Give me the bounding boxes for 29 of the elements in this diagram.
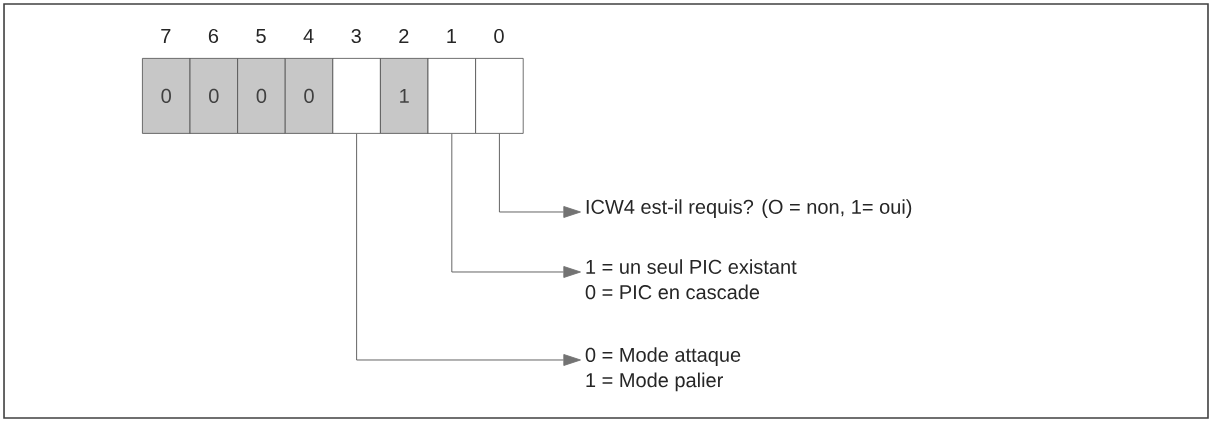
bit-cell bbox=[332, 58, 381, 134]
bit-number: 6 bbox=[208, 28, 219, 44]
bit-cell bbox=[380, 58, 429, 134]
bit-value: 0 bbox=[304, 88, 314, 103]
bit-cell bbox=[475, 58, 524, 134]
bit-value: 0 bbox=[161, 88, 171, 103]
bit-number: 2 bbox=[399, 29, 409, 43]
bit-number: 4 bbox=[303, 29, 314, 43]
bit-number: 1 bbox=[447, 29, 456, 43]
arrow bbox=[498, 133, 581, 218]
bit-cell bbox=[237, 58, 286, 134]
bit-number: 3 bbox=[351, 28, 361, 44]
bit-value: 1 bbox=[400, 89, 409, 103]
bit-cell bbox=[284, 58, 334, 134]
bit-cell bbox=[427, 58, 476, 134]
description-text: 0 = Mode attaque bbox=[585, 347, 741, 366]
description-text: 0 = PIC en cascade bbox=[585, 284, 760, 300]
bit-number: 7 bbox=[161, 29, 171, 43]
arrow bbox=[356, 133, 581, 366]
bit-value: 0 bbox=[209, 88, 219, 103]
bit-number: 5 bbox=[256, 29, 266, 43]
arrow bbox=[451, 133, 581, 278]
description-text: 1 = Mode palier bbox=[586, 372, 723, 392]
description-text: ICW4 est-il requis? (O = non, 1= oui) bbox=[586, 199, 912, 218]
bit-cell bbox=[189, 58, 238, 134]
bit-value: 0 bbox=[256, 88, 267, 103]
bit-cell bbox=[142, 58, 191, 134]
description-text: 1 = un seul PIC existant bbox=[586, 259, 797, 274]
bit-number: 0 bbox=[494, 28, 504, 44]
